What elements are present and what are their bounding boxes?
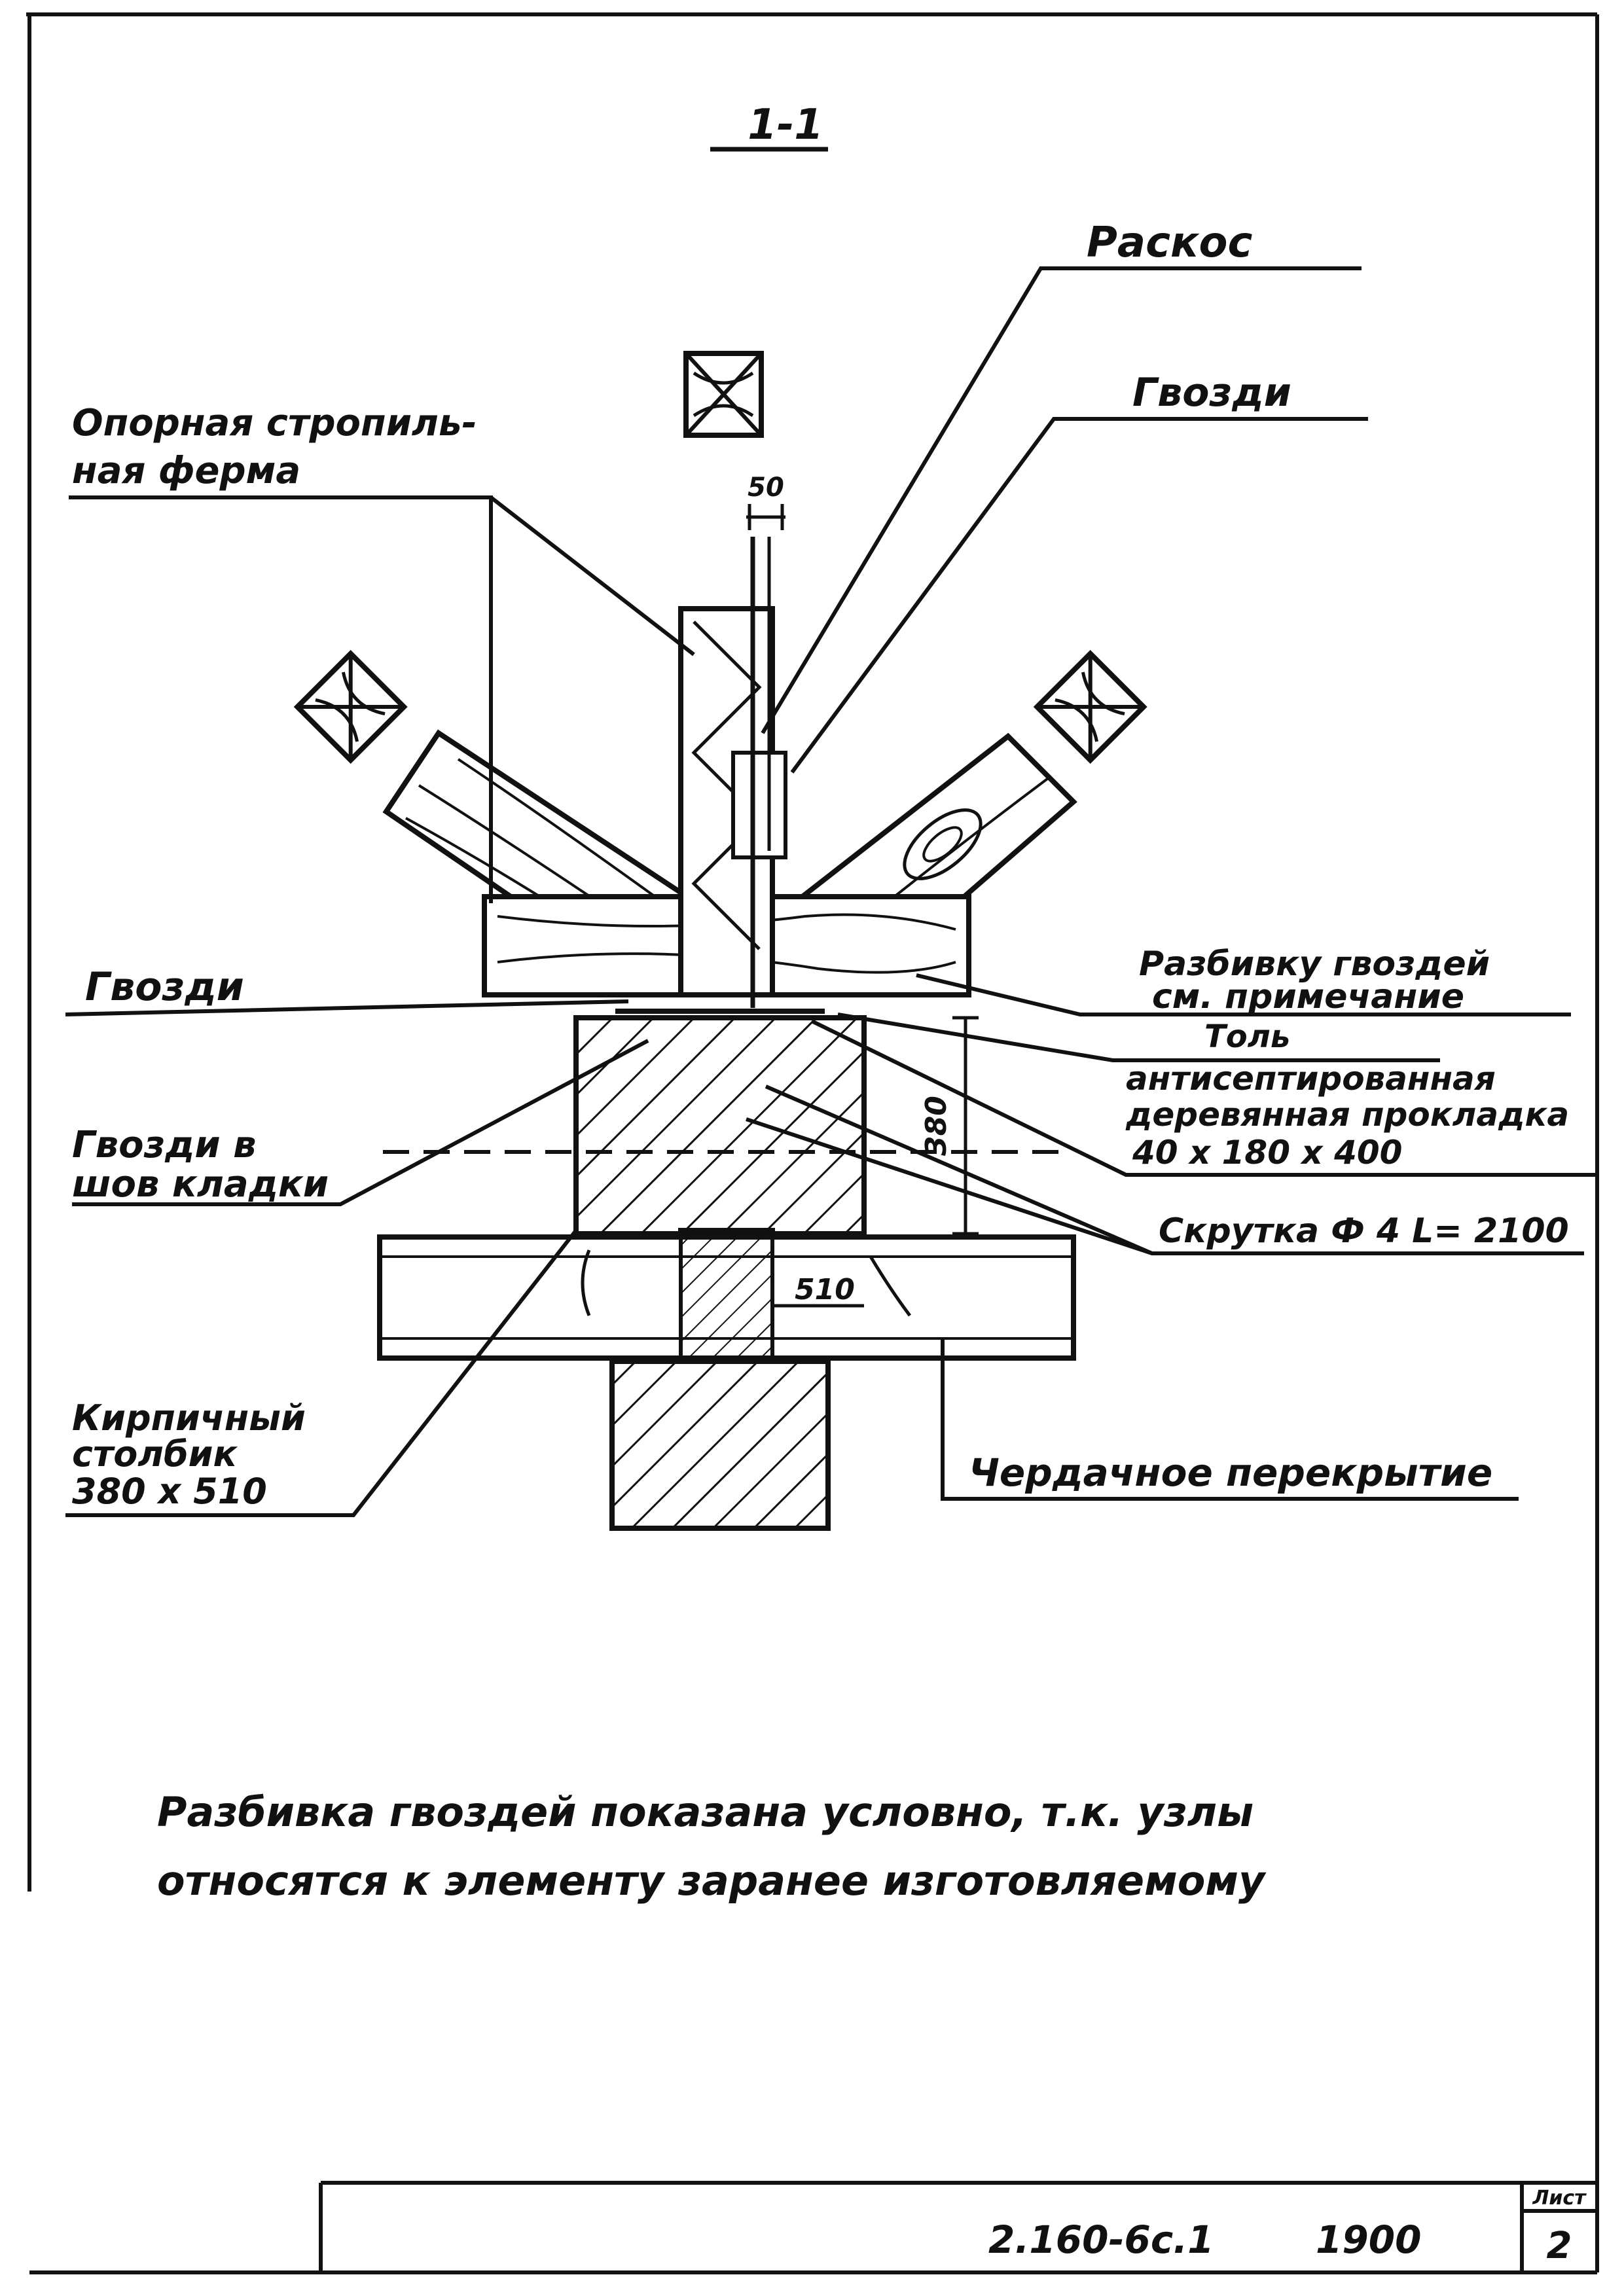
leader-lines	[65, 266, 1597, 1517]
svg-text:Гвозди: Гвозди	[85, 964, 244, 1010]
callout-raskos: Раскос	[1087, 219, 1252, 267]
dimension-380: 380	[920, 1016, 979, 1236]
svg-text:Гвозди: Гвозди	[1132, 370, 1291, 416]
wooden-pad	[615, 1009, 825, 1019]
attic-slab	[377, 1234, 1076, 1361]
svg-text:Чердачное перекрытие: Чердачное перекрытие	[969, 1450, 1492, 1495]
svg-text:Скрутка Ф 4 L= 2100: Скрутка Ф 4 L= 2100	[1159, 1211, 1569, 1251]
dimension-510: 510	[772, 1273, 864, 1308]
svg-text:относятся к элементу заранее: относятся к элементу заранее изготовляем…	[157, 1857, 1267, 1905]
svg-text:510: 510	[795, 1273, 855, 1306]
svg-text:ная ферма: ная ферма	[72, 450, 300, 492]
section-title: 1-1	[710, 101, 828, 152]
svg-text:40 х 180 х 400: 40 х 180 х 400	[1132, 1134, 1402, 1172]
svg-text:антисептированная: антисептированная	[1126, 1060, 1496, 1098]
callout-gvozdi-shov: Гвозди в шов кладки	[72, 1124, 329, 1206]
callout-prokladka: антисептированная деревянная прокладка 4…	[1125, 1060, 1569, 1172]
callout-cherdak: Чердачное перекрытие	[969, 1450, 1492, 1495]
timber-section-left	[293, 650, 408, 764]
truss-node-drawing: 50 510	[293, 351, 1147, 1531]
svg-text:50: 50	[748, 473, 784, 503]
svg-text:Толь: Толь	[1204, 1018, 1290, 1055]
svg-text:380: 380	[920, 1096, 953, 1156]
svg-text:Кирпичный: Кирпичный	[72, 1397, 306, 1439]
svg-text:столбик: столбик	[72, 1433, 238, 1475]
callout-kirpichny-stolbik: Кирпичный столбик 380 х 510	[72, 1397, 306, 1512]
sheet-frame	[26, 12, 1599, 2274]
timber-section-top	[683, 351, 764, 438]
svg-text:Разбивка гвоздей показана: Разбивка гвоздей показана условно, т.к. …	[157, 1788, 1254, 1836]
svg-text:380 х 510: 380 х 510	[72, 1471, 267, 1512]
column-below	[609, 1359, 831, 1531]
title-sheet-label: Лист	[1532, 2187, 1587, 2210]
svg-text:Опорная стропиль-: Опорная стропиль-	[72, 402, 477, 444]
drawing-note: Разбивка гвоздей показана условно, т.к. …	[157, 1788, 1267, 1905]
raskos-member	[750, 537, 771, 1008]
title-doc-code: 2.160-6с.1	[988, 2217, 1214, 2262]
callout-gvozdi-left: Гвозди	[85, 964, 244, 1010]
callout-skrutka: Скрутка Ф 4 L= 2100	[1159, 1211, 1569, 1251]
svg-text:Гвозди в: Гвозди в	[72, 1124, 257, 1166]
svg-text:см. примечание: см. примечание	[1152, 977, 1464, 1016]
callout-opornaya-ferma: Опорная стропиль- ная ферма	[72, 402, 477, 492]
title-sheet-number: 2	[1547, 2225, 1572, 2267]
svg-text:Разбивку гвоздей: Разбивку гвоздей	[1139, 944, 1490, 984]
svg-text:Раскос: Раскос	[1087, 219, 1252, 267]
timber-section-right	[1033, 650, 1147, 764]
vertical-post	[678, 606, 787, 997]
callout-gvozdi-top: Гвозди	[1132, 370, 1291, 416]
title-block: 2.160-6с.1 1900 Лист 2	[319, 2181, 1597, 2272]
title-number: 1900	[1316, 2217, 1421, 2262]
svg-text:деревянная прокладка: деревянная прокладка	[1125, 1096, 1569, 1134]
callout-tol: Толь	[1204, 1018, 1290, 1055]
callout-razbivka: Разбивку гвоздей см. примечание	[1139, 944, 1490, 1016]
svg-text:1-1: 1-1	[748, 101, 823, 149]
dimension-50: 50	[746, 473, 785, 530]
svg-text:шов кладки: шов кладки	[72, 1163, 329, 1206]
